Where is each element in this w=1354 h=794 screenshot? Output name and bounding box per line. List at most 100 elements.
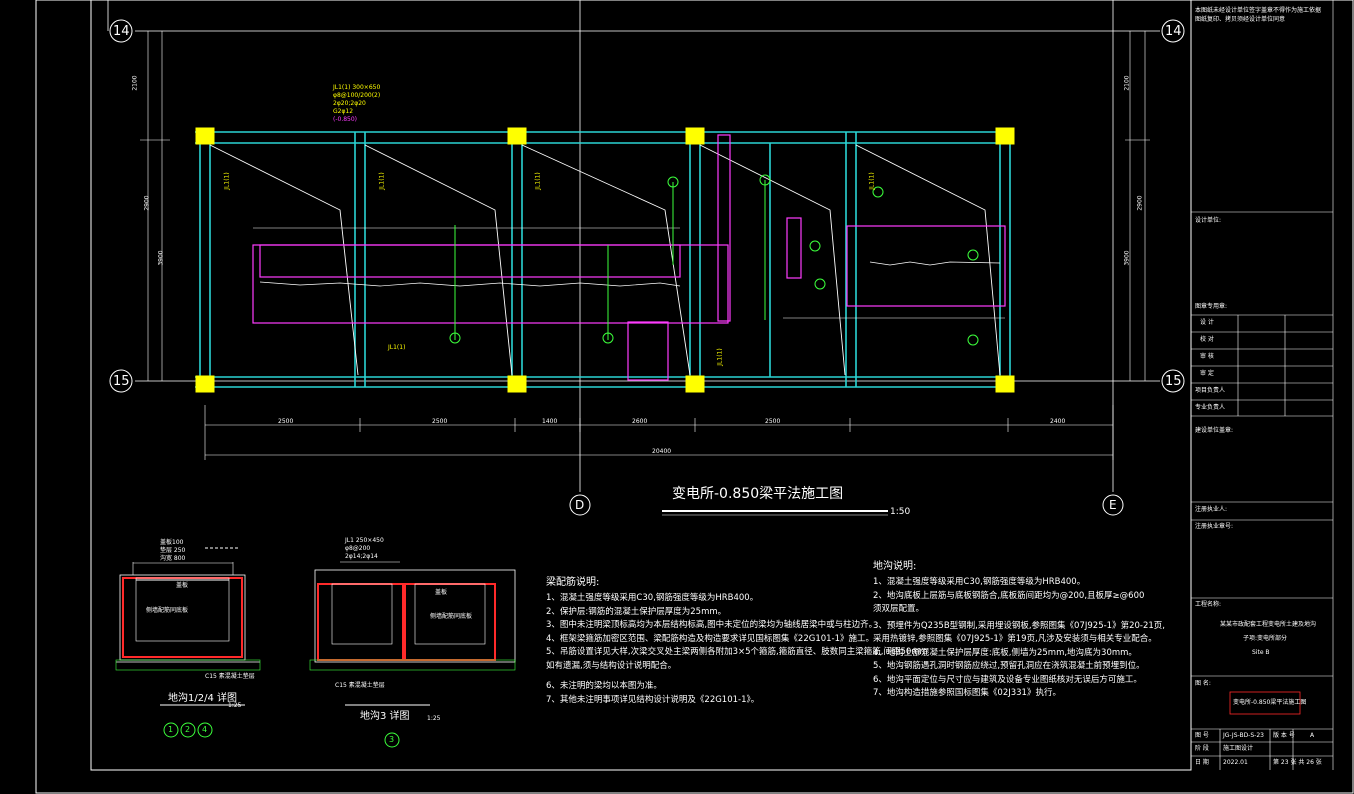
- tb-no-value: JG-JS-BD-S-23: [1223, 732, 1264, 739]
- dim-bay-6: 2400: [1050, 418, 1066, 425]
- notes-beam: 梁配筋说明: 1、混凝土强度等级采用C30,钢筋强度等级为HRB400。 2、保…: [546, 578, 928, 704]
- beam-tag-jl1-line4[interactable]: G2φ12: [333, 108, 354, 115]
- horizontal-dims: [204, 405, 1114, 460]
- trench-outline[interactable]: [252, 134, 1006, 381]
- tb-project-label: 工程名称:: [1195, 601, 1222, 608]
- tb-project-name: 某某市政配套工程变电所土建及地沟: [1220, 621, 1317, 628]
- tb-reg: 注册执业章号:: [1195, 523, 1234, 530]
- title-underline: [662, 510, 888, 516]
- dim-right-c: 3900: [1123, 250, 1131, 266]
- detail-mid-base: C15 素混凝土垫层: [335, 682, 385, 689]
- beam-tag-b[interactable]: JL1(1): [378, 172, 386, 190]
- tb-project-sub: 子项:变电所部分: [1243, 635, 1288, 642]
- tb-row-3: 审 核: [1200, 353, 1214, 360]
- tb-row-2: 校 对: [1200, 336, 1214, 343]
- tb-ver-label: 版 本 号: [1273, 732, 1295, 739]
- beam-tag-jl1-line5[interactable]: (-0.850): [333, 116, 358, 123]
- tb-design-unit: 设计单位:: [1195, 217, 1222, 224]
- beam-tag-c[interactable]: JL1(1): [534, 172, 542, 190]
- tb-no-label: 图 号: [1195, 732, 1209, 739]
- notes-trench-line-6: 4、地沟上部混凝土保护层厚度:底板,侧墙为25mm,地沟底为30mm。: [873, 647, 1137, 658]
- axis-lines: [107, 0, 1160, 492]
- detail-left-base: C15 素混凝土垫层: [205, 673, 255, 680]
- detail-left-circle-1: 1: [168, 725, 174, 734]
- axis-bubbles: [109, 19, 1185, 516]
- notes-trench: 地沟说明: 1、混凝土强度等级采用C30,钢筋强度等级为HRB400。 2、地沟…: [873, 562, 1165, 698]
- notes-beam-line-7: 6、未注明的梁均以本图为准。: [546, 681, 662, 691]
- detail-left-plate: 盖板: [176, 582, 189, 589]
- beams[interactable]: [195, 131, 1011, 388]
- beam-tag-jl1-line1[interactable]: JL1(1) 300×650: [333, 84, 381, 91]
- tb-note-2: 图纸复印、拷贝须经设计单位同意: [1195, 16, 1286, 23]
- detail-middle[interactable]: [309, 561, 516, 748]
- dim-bay-5: 2500: [765, 418, 781, 425]
- dim-left-c: 3900: [157, 250, 165, 266]
- beam-tag-e[interactable]: JL1(1): [388, 344, 406, 351]
- tb-approve: 建设单位盖章:: [1195, 427, 1234, 434]
- notes-trench-line-5: 采用热镀锌,参照图集《07J925-1》第19页,凡涉及安装须与相关专业配合。: [873, 634, 1157, 644]
- axis-label-e: E: [1109, 498, 1117, 512]
- vertical-dims: [140, 31, 1150, 381]
- tb-row-4: 审 定: [1200, 370, 1214, 377]
- notes-beam-line-5: 5、吊筋设置详见大样,次梁交叉处主梁两侧各附加3×5个箍筋,箍筋直径、肢数同主梁…: [546, 647, 928, 657]
- tb-drawing-name: 变电所-0.850梁平法施工图: [1233, 699, 1307, 706]
- notes-beam-line-6: 如有遗漏,须与结构设计说明配合。: [546, 660, 677, 671]
- notes-beam-line-1: 1、混凝土强度等级采用C30,钢筋强度等级为HRB400。: [546, 593, 759, 603]
- tb-row-5: 项目负责人: [1195, 387, 1226, 394]
- beam-tag-d[interactable]: JL1(1): [868, 172, 876, 190]
- axis-label-d: D: [575, 498, 585, 512]
- notes-trench-line-3: 须双层配置。: [873, 604, 925, 614]
- tb-ver-value: A: [1310, 732, 1315, 739]
- beam-tag-a[interactable]: JL1(1): [223, 172, 231, 190]
- notes-trench-line-7: 5、地沟钢筋遇孔洞时钢筋应绕过,预留孔洞应在浇筑混凝土前预埋到位。: [873, 661, 1145, 671]
- dim-left-b: 2900: [143, 195, 151, 211]
- title-block-drawing-name-box: [1229, 691, 1301, 715]
- axis-label-14-right: 14: [1165, 24, 1182, 39]
- detail-mid-scale: 1:25: [427, 715, 441, 722]
- detail-left-circle-2: 2: [185, 725, 191, 734]
- beam-tag-jl1-line3[interactable]: 2φ20;2φ20: [333, 100, 366, 107]
- notes-beam-line-8: 7、其他未注明事项详见结构设计说明及《22G101-1》。: [546, 694, 760, 705]
- trench-rebar: [259, 261, 1001, 287]
- tb-stage-label: 阶 段: [1195, 745, 1209, 752]
- notes-trench-line-1: 1、混凝土强度等级采用C30,钢筋强度等级为HRB400。: [873, 577, 1086, 587]
- tb-designer: 注册执业人:: [1195, 506, 1228, 513]
- tb-page: 第 23 张 共 26 张: [1273, 759, 1322, 766]
- axis-label-15-left: 15: [113, 374, 130, 389]
- section-markers[interactable]: [449, 174, 979, 346]
- notes-trench-line-4: 3、预埋件为Q235B型钢制,采用埋设钢板,参照图集《07J925-1》第20-…: [873, 620, 1165, 631]
- notes-trench-line-2: 2、地沟底板上层筋与底板钢筋合,底板筋间距均为@200,且板厚≥@600: [873, 590, 1145, 601]
- notes-trench-title: 地沟说明:: [873, 561, 917, 572]
- detail-left[interactable]: [115, 547, 261, 738]
- tb-stage-value: 施工图设计: [1223, 745, 1254, 752]
- tb-note-1: 本图纸未经设计单位签字盖章不得作为施工依据: [1195, 7, 1322, 14]
- beam-tag-f[interactable]: JL1(1): [716, 348, 724, 366]
- tb-row-6: 专业负责人: [1195, 404, 1226, 411]
- dim-bay-4: 2600: [632, 418, 648, 425]
- detail-mid-hdr3: 2φ14;2φ14: [345, 553, 378, 560]
- trench-dims: [253, 227, 1005, 319]
- columns[interactable]: [195, 127, 1015, 393]
- detail-left-scale: 1:25: [228, 702, 242, 709]
- slab-lines: [209, 144, 1001, 376]
- tb-drawing-label: 图 名:: [1195, 680, 1211, 687]
- detail-mid-circle-3: 3: [389, 735, 395, 744]
- notes-beam-line-4: 4、框架梁箍筋加密区范围、梁配筋构造及构造要求详见国标图集《22G101-1》施…: [546, 633, 875, 644]
- notes-beam-line-2: 2、保护层:钢筋的混凝土保护层厚度为25mm。: [546, 606, 727, 617]
- dim-bay-1: 2500: [278, 418, 294, 425]
- beam-tag-jl1-line2[interactable]: φ8@100/200(2): [333, 92, 381, 99]
- title-block-grid: [1191, 0, 1334, 770]
- notes-beam-line-3: 3、图中未注明梁顶标高均为本层结构标高,图中未定位的梁均为轴线居梁中或与柱边齐。: [546, 620, 878, 630]
- drawing-scale: 1:50: [890, 507, 911, 517]
- detail-left-hdr1: 盖板100: [160, 539, 184, 546]
- detail-mid-hdr1: JL1 250×450: [345, 537, 384, 544]
- dim-bay-2: 2500: [432, 418, 448, 425]
- tb-seal: 图章专用章:: [1195, 303, 1228, 310]
- notes-beam-title: 梁配筋说明:: [546, 577, 600, 588]
- tb-date-label: 日 期: [1195, 759, 1209, 766]
- axis-label-15-right: 15: [1165, 374, 1182, 389]
- detail-mid-wall: 侧墙配筋同底板: [430, 613, 473, 620]
- tb-row-1: 设 计: [1200, 319, 1214, 326]
- detail-left-hdr2: 垫层 250: [160, 547, 186, 554]
